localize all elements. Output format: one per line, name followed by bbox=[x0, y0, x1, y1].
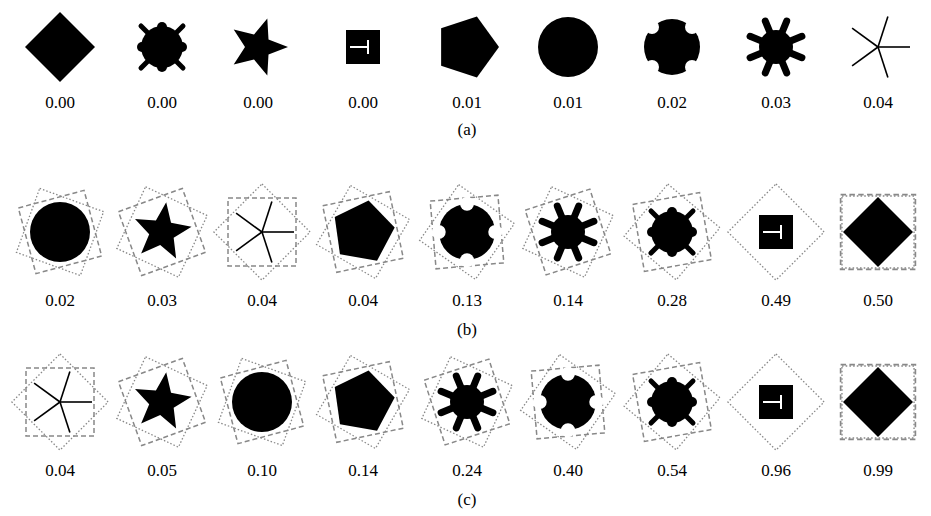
framed-shape bbox=[728, 354, 824, 450]
score-value: 0.49 bbox=[761, 292, 791, 309]
score-value: 0.01 bbox=[553, 94, 583, 111]
score-value: 0.03 bbox=[147, 292, 177, 309]
framed-shape bbox=[521, 355, 616, 450]
framed-shape bbox=[117, 187, 207, 277]
framed-shape bbox=[117, 357, 207, 447]
framed-shape bbox=[16, 188, 103, 275]
score-value: 0.04 bbox=[45, 462, 75, 479]
score-value: 0.02 bbox=[657, 94, 687, 111]
subfigure-label: (b) bbox=[457, 321, 477, 338]
pentagon-shape bbox=[441, 17, 499, 78]
framed-shape bbox=[841, 365, 916, 440]
framed-shape bbox=[12, 354, 108, 450]
framed-shape bbox=[624, 184, 720, 280]
score-value: 0.54 bbox=[657, 462, 687, 479]
score-value: 0.00 bbox=[348, 94, 378, 111]
diamond-shape bbox=[25, 12, 95, 82]
notched-shape bbox=[644, 19, 700, 75]
score-value: 0.04 bbox=[863, 94, 893, 111]
gear-shape bbox=[137, 22, 187, 72]
score-value: 0.03 bbox=[761, 94, 791, 111]
framed-shape bbox=[523, 187, 613, 277]
framed-shape bbox=[422, 357, 512, 447]
subfigure-label: (a) bbox=[458, 121, 477, 138]
framed-shape bbox=[841, 195, 916, 270]
score-value: 0.28 bbox=[657, 292, 687, 309]
star-shape bbox=[234, 19, 288, 76]
framed-shape bbox=[214, 184, 310, 280]
arms-shape bbox=[750, 21, 802, 73]
score-value: 0.14 bbox=[553, 292, 583, 309]
framed-shape bbox=[624, 354, 720, 450]
score-value: 0.00 bbox=[243, 94, 273, 111]
score-value: 0.13 bbox=[452, 292, 482, 309]
score-value: 0.14 bbox=[348, 462, 378, 479]
circle-shape bbox=[538, 17, 598, 77]
row-a-shapes bbox=[25, 12, 910, 82]
score-value: 0.00 bbox=[45, 94, 75, 111]
framed-shape bbox=[420, 185, 515, 280]
score-value: 0.04 bbox=[348, 292, 378, 309]
subfigure-label: (c) bbox=[458, 491, 477, 508]
score-value: 0.01 bbox=[452, 94, 482, 111]
score-value: 0.04 bbox=[247, 292, 277, 309]
score-value: 0.05 bbox=[147, 462, 177, 479]
score-value: 0.99 bbox=[863, 462, 893, 479]
framed-shape bbox=[317, 356, 410, 449]
score-value: 0.02 bbox=[45, 292, 75, 309]
framed-shape bbox=[317, 186, 410, 279]
lines-shape bbox=[852, 17, 910, 78]
framed-shape bbox=[728, 184, 824, 280]
score-value: 0.96 bbox=[761, 462, 791, 479]
score-value: 0.50 bbox=[863, 292, 893, 309]
score-value: 0.00 bbox=[147, 94, 177, 111]
row-b-shapes bbox=[16, 184, 915, 280]
framed-shape bbox=[218, 358, 305, 445]
t-square-shape bbox=[346, 30, 380, 64]
score-value: 0.24 bbox=[452, 462, 482, 479]
row-c-shapes bbox=[12, 354, 915, 450]
score-value: 0.40 bbox=[553, 462, 583, 479]
score-value: 0.10 bbox=[247, 462, 277, 479]
